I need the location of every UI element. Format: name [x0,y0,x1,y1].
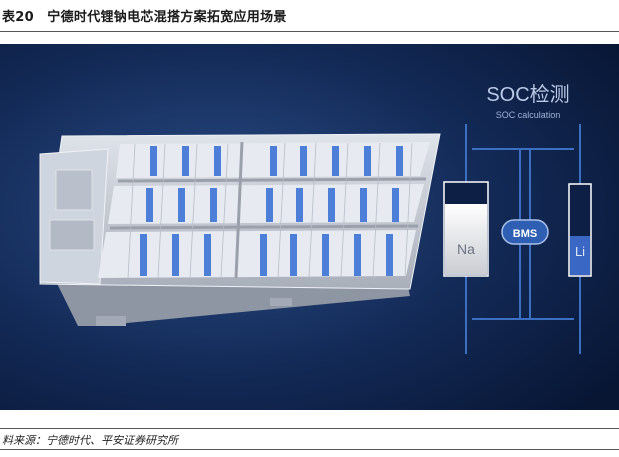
soc-title: SOC检测 [486,83,569,106]
battery-pack [39,133,441,326]
li-label: Li [575,244,585,259]
na-cell-fill [445,204,487,275]
figure-header: 表20 宁德时代锂钠电芯混搭方案拓宽应用场景 [0,0,619,32]
battery-pack-image: SOC检测 SOC calculation Na BMS [0,44,619,410]
figure-footer: 料来源：宁德时代、平安证券研究所 [0,428,619,450]
bms-badge [501,219,549,245]
na-label: Na [457,241,475,257]
figure-source: 料来源：宁德时代、平安证券研究所 [2,434,178,447]
soc-diagram: SOC检测 SOC calculation Na BMS [443,83,592,354]
soc-subtitle: SOC calculation [496,110,561,120]
bms-label: BMS [513,228,537,240]
figure-title: 表20 宁德时代锂钠电芯混搭方案拓宽应用场景 [2,10,287,25]
battery-illustration: SOC检测 SOC calculation Na BMS [0,44,619,410]
li-cell-fill [570,236,590,275]
